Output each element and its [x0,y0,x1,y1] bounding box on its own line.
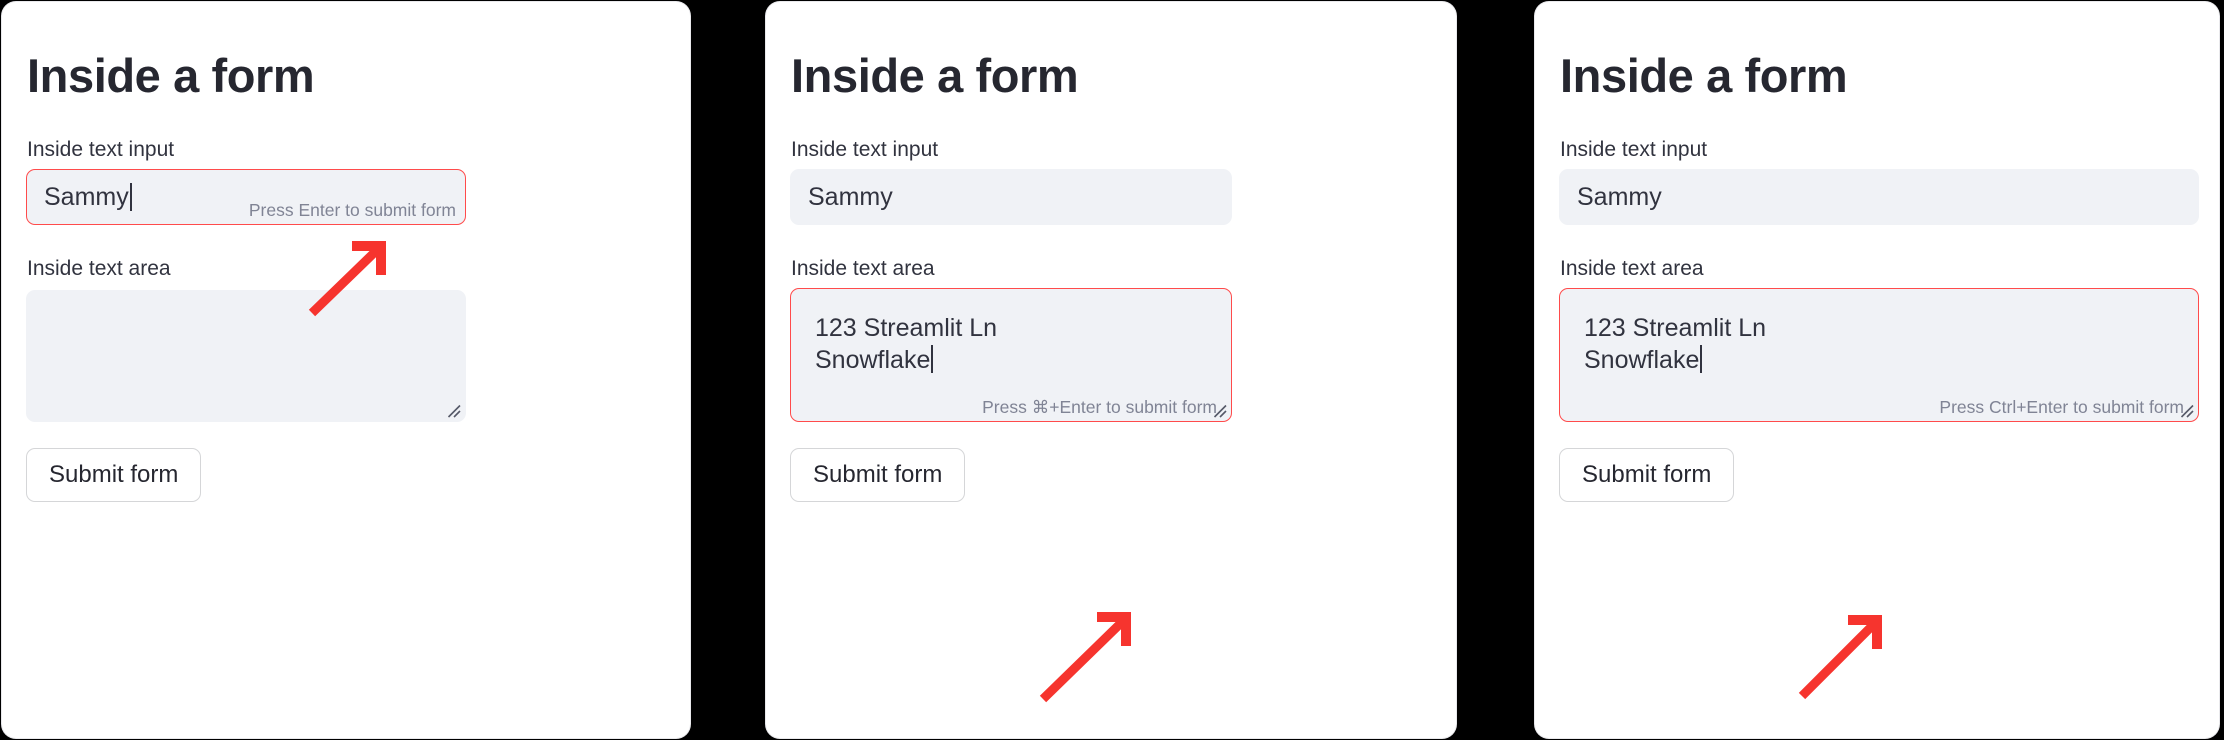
text-area-value [27,291,465,314]
text-cursor-icon [931,345,934,373]
text-area-label: Inside text area [27,257,171,280]
page-title: Inside a form [791,49,1079,102]
text-input-label: Inside text input [791,138,939,161]
text-input-field[interactable]: Sammy [790,169,1232,225]
text-area-value: 123 Streamlit Ln Snowflake [1584,314,1767,374]
text-input-field[interactable]: Sammy Press Enter to submit form [26,169,466,225]
form-panel-2: Inside a form Inside text input Sammy In… [766,2,1456,738]
text-area-submit-hint: Press ⌘+Enter to submit form [982,397,1217,417]
panel-1-content: Inside a form Inside text input Sammy Pr… [2,2,690,738]
text-area-field[interactable]: 123 Streamlit Ln Snowflake Press Ctrl+En… [1559,288,2199,422]
submit-form-button[interactable]: Submit form [26,448,202,502]
form-panel-3: Inside a form Inside text input Sammy In… [1535,2,2219,738]
text-cursor-icon [129,183,132,211]
text-input-value: Sammy [1577,182,1662,211]
text-input-label: Inside text input [1560,138,1708,161]
text-area-value: 123 Streamlit Ln Snowflake [815,314,998,374]
text-input-submit-hint: Press Enter to submit form [248,200,456,220]
text-area-submit-hint: Press Ctrl+Enter to submit form [1939,397,2184,417]
text-cursor-icon [1700,345,1703,373]
text-input-field[interactable]: Sammy [1559,169,2199,225]
text-input-value: Sammy [44,182,129,211]
panel-3-content: Inside a form Inside text input Sammy In… [1535,2,2219,738]
submit-form-button[interactable]: Submit form [1559,448,1735,502]
text-area-label: Inside text area [791,257,935,280]
form-panel-1: Inside a form Inside text input Sammy Pr… [2,2,690,738]
text-area-value-wrap: 123 Streamlit Ln Snowflake [1560,289,2198,376]
resize-handle-icon[interactable] [444,401,462,419]
panel-2-content: Inside a form Inside text input Sammy In… [766,2,1456,738]
text-area-field[interactable]: 123 Streamlit Ln Snowflake Press ⌘+Enter… [790,288,1232,422]
page-title: Inside a form [27,49,315,102]
resize-handle-icon[interactable] [2177,401,2195,419]
page-title: Inside a form [1560,49,1848,102]
resize-handle-icon[interactable] [1210,401,1228,419]
text-input-label: Inside text input [27,138,175,161]
submit-form-button[interactable]: Submit form [790,448,966,502]
text-area-value-wrap: 123 Streamlit Ln Snowflake [791,289,1231,376]
text-input-value: Sammy [808,182,893,211]
text-area-label: Inside text area [1560,257,1704,280]
text-area-field[interactable] [26,290,466,422]
